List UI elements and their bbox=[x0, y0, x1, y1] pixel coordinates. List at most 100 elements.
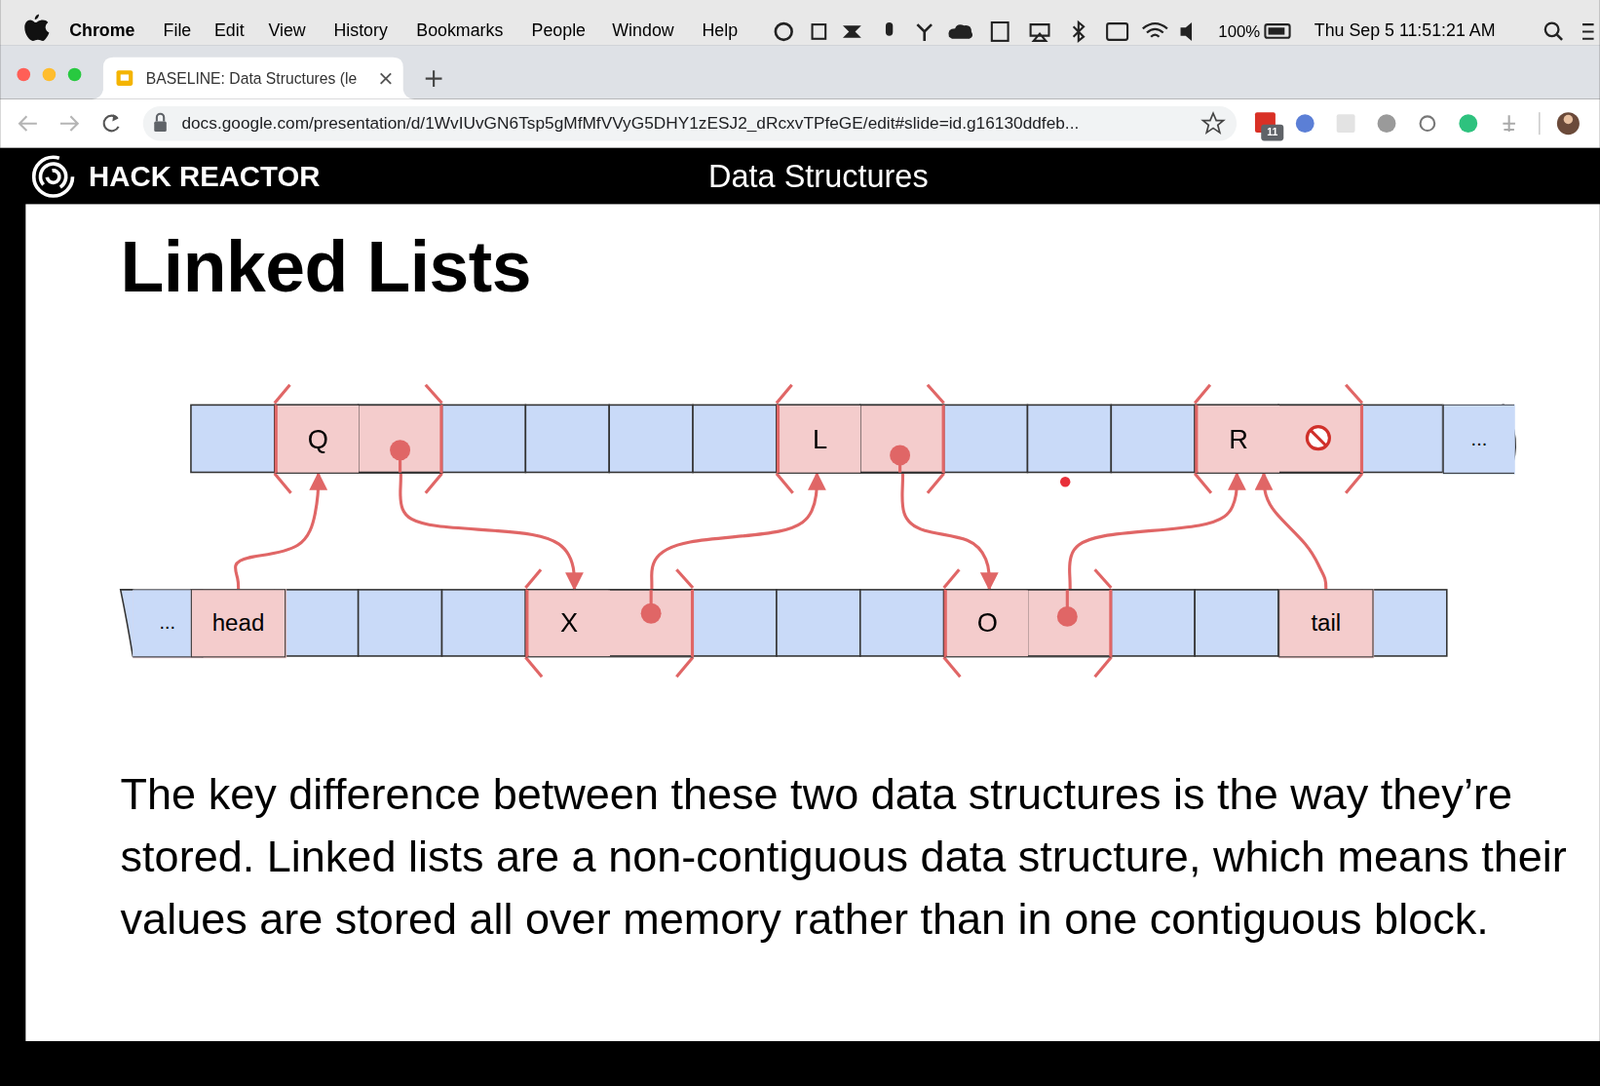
memory-cell bbox=[860, 589, 945, 656]
memory-row bbox=[190, 404, 1448, 656]
list-node: Q bbox=[274, 404, 444, 474]
label-position: Thu Sep 5 11:51:21 AM bbox=[1314, 21, 1496, 42]
label-position: View bbox=[267, 21, 305, 42]
node-bracket bbox=[944, 569, 960, 588]
label-position: 100% bbox=[1218, 21, 1260, 41]
label-position: 11 bbox=[1266, 126, 1278, 140]
pointer-arrow bbox=[1263, 473, 1327, 589]
memory-cell bbox=[274, 589, 359, 656]
memory-cell bbox=[525, 404, 610, 472]
label-position: Help bbox=[701, 21, 738, 42]
memory-cell bbox=[1027, 404, 1111, 472]
label-position: Window bbox=[611, 21, 674, 42]
slide-caption: The key difference between these two dat… bbox=[120, 762, 1591, 951]
hack-reactor-logo bbox=[34, 156, 74, 196]
menu-bar bbox=[0, 0, 1600, 45]
back-icon bbox=[19, 115, 38, 131]
label-position: Data Structures bbox=[708, 157, 929, 196]
node-bracket bbox=[776, 384, 793, 404]
pointer-cell: tail bbox=[1278, 588, 1373, 657]
node-bracket bbox=[525, 656, 542, 677]
lock-icon bbox=[156, 114, 164, 122]
slide-title: Linked Lists bbox=[120, 226, 532, 308]
slide-header-text: HACK REACTOR bbox=[88, 159, 320, 194]
slide-header-text: Data Structures bbox=[708, 157, 929, 196]
menu-item: Thu Sep 5 11:51:21 AM bbox=[1314, 21, 1496, 42]
node-value: Q bbox=[277, 423, 359, 454]
node-value: R bbox=[1197, 423, 1279, 454]
pointer-cell: head bbox=[190, 588, 286, 657]
node-bracket bbox=[1194, 473, 1212, 494]
slide-frame bbox=[0, 148, 1600, 1086]
node-bracket bbox=[1095, 656, 1112, 677]
node-bracket bbox=[676, 569, 693, 588]
menu-item: File bbox=[163, 21, 192, 42]
list-node: R bbox=[1194, 404, 1364, 474]
node-bracket bbox=[1345, 384, 1363, 404]
node-value: head bbox=[191, 609, 285, 636]
pointer-arrow bbox=[400, 473, 575, 589]
menu-item: View bbox=[267, 21, 305, 42]
close-button bbox=[16, 68, 31, 82]
label-position: Chrome bbox=[69, 21, 135, 42]
toolbar bbox=[0, 99, 1600, 149]
menu-item: People bbox=[532, 21, 586, 42]
label-position: HACK REACTOR bbox=[88, 159, 320, 194]
tab-close-icon bbox=[380, 73, 391, 83]
memory-cell bbox=[1110, 589, 1195, 656]
node-bracket bbox=[274, 473, 292, 494]
list-node: X bbox=[525, 588, 694, 657]
label-position: docs.google.com/presentation/d/1WvIUvGN6… bbox=[181, 113, 1079, 134]
cursor-dot bbox=[1060, 476, 1070, 487]
node-bracket bbox=[525, 569, 541, 588]
node-bracket bbox=[425, 384, 443, 404]
node-value: L bbox=[779, 423, 861, 454]
pointer-arrow bbox=[651, 473, 818, 589]
memory-cell bbox=[609, 404, 693, 472]
node-bracket bbox=[927, 473, 945, 494]
label-position: Edit bbox=[214, 21, 245, 42]
memory-cell bbox=[1110, 404, 1195, 472]
minimize-button bbox=[42, 68, 57, 82]
slide-canvas bbox=[25, 203, 1600, 1041]
node-bracket bbox=[676, 656, 693, 677]
extension-icons bbox=[1255, 112, 1580, 141]
node-bracket bbox=[927, 384, 945, 404]
node-value: O bbox=[947, 608, 1029, 638]
browser-text: BASELINE: Data Structures (le bbox=[146, 69, 358, 88]
memory-cell bbox=[692, 589, 777, 656]
reload-icon bbox=[112, 114, 118, 121]
label-position: BASELINE: Data Structures (le bbox=[146, 69, 358, 88]
browser-text: docs.google.com/presentation/d/1WvIUvGN6… bbox=[181, 113, 1079, 134]
pointer-arrow bbox=[1069, 473, 1238, 589]
label-position: People bbox=[532, 21, 586, 42]
node-bracket bbox=[1095, 569, 1112, 588]
node-bracket bbox=[425, 473, 443, 494]
slides-favicon bbox=[120, 74, 129, 80]
menu-item: Edit bbox=[214, 21, 245, 42]
forward-icon bbox=[60, 115, 78, 131]
menu-item: 100% bbox=[1218, 21, 1260, 41]
zoom-button bbox=[68, 68, 82, 82]
memory-cell bbox=[358, 589, 443, 656]
label-position: File bbox=[163, 21, 192, 42]
slides-favicon bbox=[116, 70, 134, 86]
label-position: Bookmarks bbox=[416, 21, 503, 42]
memory-cell bbox=[442, 589, 527, 656]
node-bracket bbox=[1345, 473, 1363, 494]
memory-cell bbox=[442, 404, 527, 472]
node-bracket bbox=[944, 656, 961, 677]
menu-item: Bookmarks bbox=[416, 21, 503, 42]
memory-continuation: ... bbox=[1443, 404, 1515, 474]
node-bracket bbox=[1194, 384, 1211, 404]
menu-item: Chrome bbox=[69, 21, 135, 42]
node-value: ... bbox=[1444, 427, 1515, 450]
apple-logo bbox=[24, 14, 49, 41]
pointer-arrow bbox=[902, 473, 990, 589]
menu-item: Help bbox=[701, 21, 738, 42]
memory-cell bbox=[1194, 589, 1279, 656]
menu-item: Window bbox=[611, 21, 674, 42]
memory-cell bbox=[190, 404, 275, 472]
list-node: O bbox=[944, 588, 1113, 657]
